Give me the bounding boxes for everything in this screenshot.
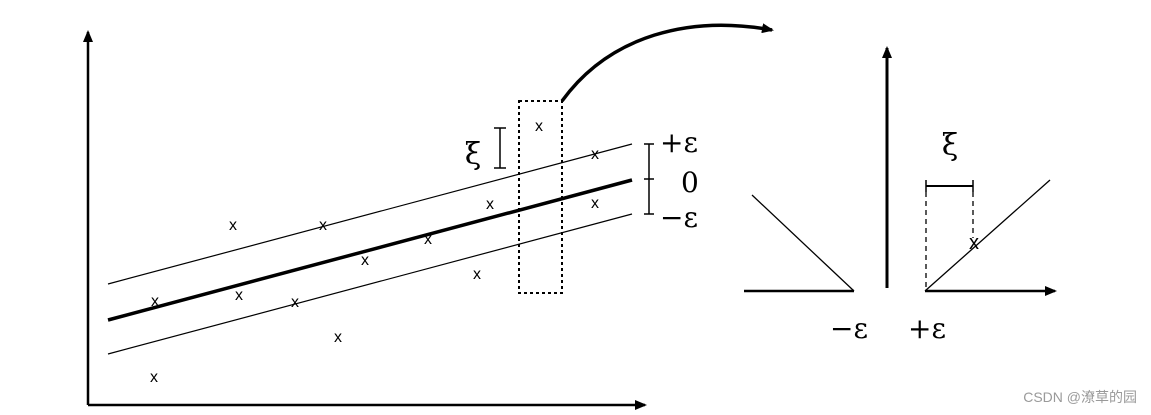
data-point: x — [473, 266, 481, 283]
data-point: x — [291, 294, 299, 311]
data-point: x — [591, 146, 599, 163]
right-xi-bracket — [925, 180, 974, 288]
right-data-point: x — [969, 232, 979, 254]
data-point: x — [151, 293, 159, 310]
lower-epsilon-line — [107, 213, 633, 355]
zero-label: 0 — [681, 166, 699, 199]
right-right-slope — [924, 179, 1051, 292]
right-minus-epsilon-label: −ε — [830, 312, 868, 345]
right-plus-epsilon-label: +ε — [908, 312, 946, 345]
data-point: x — [424, 231, 432, 248]
watermark: CSDN @潦草的园 — [1023, 389, 1137, 405]
data-point: x — [235, 287, 243, 304]
highlight-dashed-box — [518, 100, 563, 294]
data-point: x — [229, 217, 237, 234]
data-points: x x x x x x x x x x x x x x — [150, 118, 599, 386]
data-point: x — [591, 195, 599, 212]
left-xi-label: ξ — [465, 137, 482, 172]
epsilon-insensitive-loss-plot: x ξ −ε +ε — [744, 46, 1057, 345]
data-point: x — [486, 196, 494, 213]
data-point: x — [319, 217, 327, 234]
data-point: x — [361, 252, 369, 269]
right-left-slope — [751, 194, 855, 292]
regression-line — [107, 178, 633, 322]
transition-arrow — [560, 23, 774, 103]
plus-epsilon-label: +ε — [660, 126, 698, 159]
epsilon-scale-bracket — [644, 143, 654, 215]
left-regression-plot: x x x x x x x x x x x x x x ξ +ε — [83, 23, 774, 410]
data-point: x — [535, 118, 543, 135]
upper-epsilon-line — [107, 143, 633, 285]
data-point: x — [334, 329, 342, 346]
minus-epsilon-label: −ε — [660, 201, 698, 234]
xi-slack-bracket — [494, 127, 506, 169]
right-xi-label: ξ — [942, 128, 959, 163]
data-point: x — [150, 369, 158, 386]
